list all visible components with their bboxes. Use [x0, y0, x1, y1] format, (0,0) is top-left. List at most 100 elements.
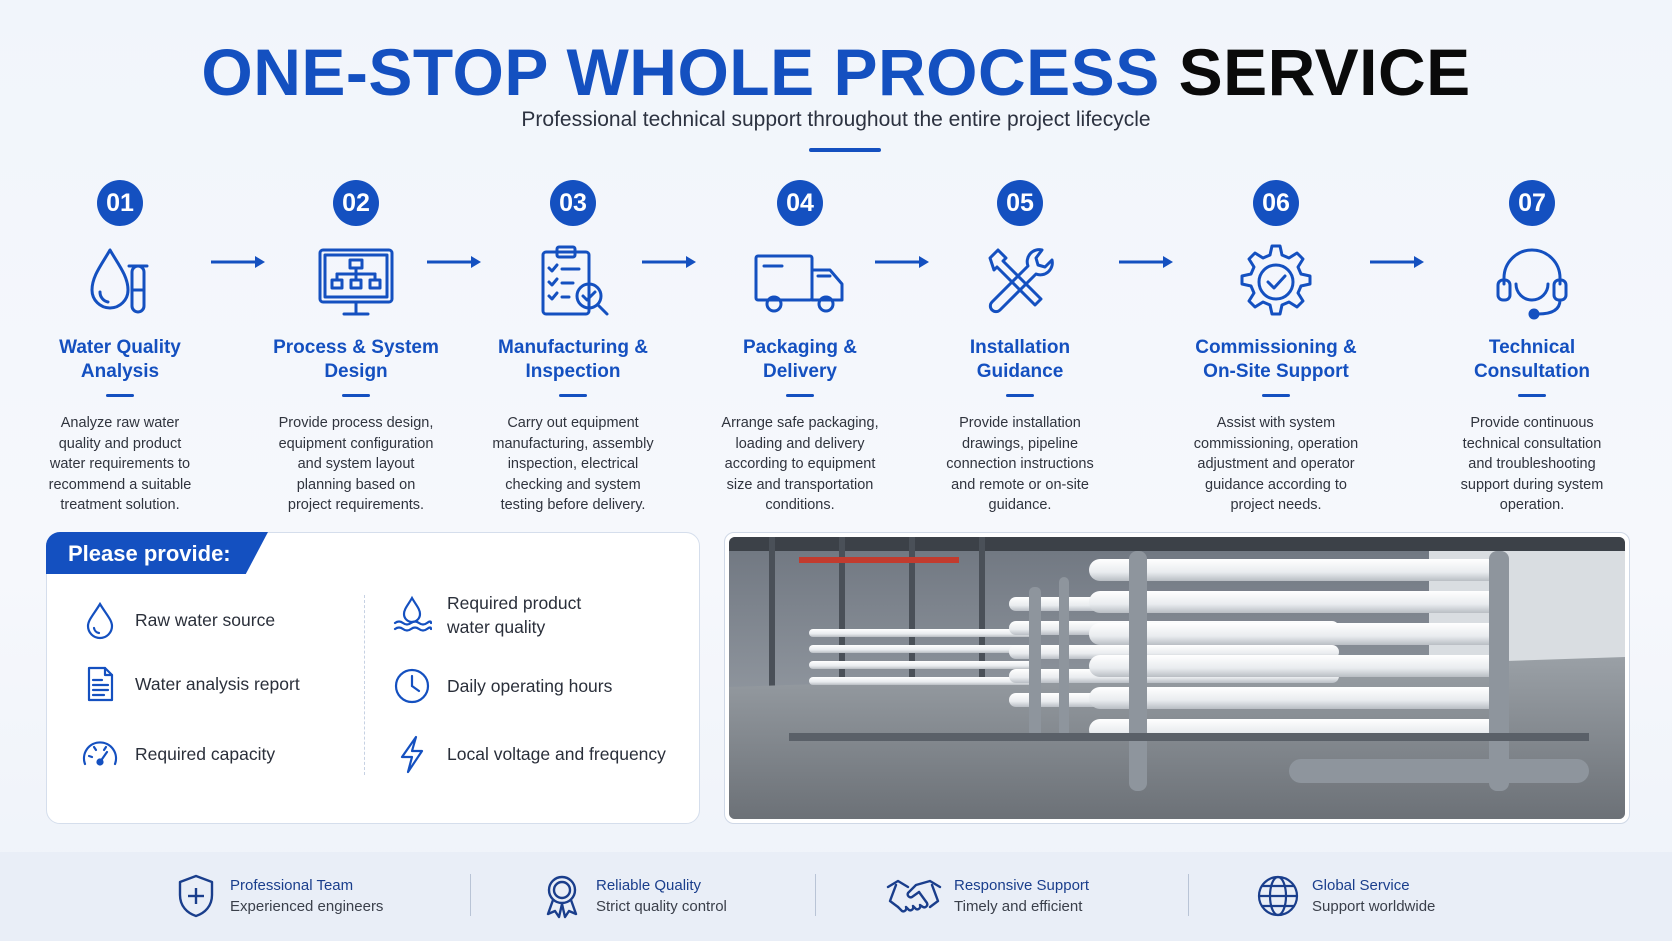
desc-line: support during system	[1460, 476, 1604, 493]
step-label-line: Consultation	[1473, 361, 1591, 382]
provide-item-text: Local voltage and frequency	[447, 743, 666, 764]
step-description: Arrange safe packaging, loading and deli…	[705, 413, 895, 516]
desc-line: and remote or on-site	[951, 476, 1089, 493]
drop-waves-icon	[391, 594, 433, 636]
desc-line: operation.	[1499, 497, 1565, 513]
step-label-line: On-Site Support	[1203, 361, 1349, 382]
provide-item-text: Water analysis report	[135, 673, 300, 694]
step-description: Provide continuous technical consultatio…	[1437, 413, 1627, 516]
shield-plus-icon	[174, 872, 218, 920]
step-description: Carry out equipment manufacturing, assem…	[478, 413, 668, 516]
desc-line: technical consultation	[1462, 435, 1602, 452]
desc-line: and troubleshooting	[1468, 456, 1596, 472]
desc-line: Assist with system	[1216, 415, 1336, 431]
footer-sub: Strict quality control	[596, 898, 727, 915]
footer-title: Professional Team	[230, 877, 354, 894]
water-drop-icon	[79, 599, 121, 641]
globe-icon	[1256, 872, 1300, 920]
step-label-line: Guidance	[976, 361, 1064, 382]
step-label-line: Design	[324, 361, 388, 382]
desc-line: guidance.	[988, 497, 1052, 513]
step-label: Process & System Design	[261, 336, 451, 384]
step-water-quality-analysis: 01 Water Quality Analysis Analyze raw wa…	[25, 180, 215, 516]
step-manufacturing-inspection: 03 Manufacturing & Inspection Carry out …	[478, 180, 668, 516]
desc-line: Carry out equipment	[507, 415, 639, 431]
desc-line: treatment solution.	[60, 497, 180, 513]
provide-item-text-line: water quality	[447, 617, 546, 637]
desc-line: Provide process design,	[278, 415, 434, 431]
arrow-right-icon	[209, 254, 269, 270]
desc-line: planning based on	[296, 476, 416, 493]
desc-line: Arrange safe packaging,	[721, 415, 879, 431]
subtitle-divider	[809, 148, 881, 152]
step-rule	[1518, 394, 1546, 397]
footer-separator	[470, 874, 471, 916]
desc-line: equipment configuration	[278, 435, 434, 452]
desc-line: adjustment and operator	[1197, 456, 1355, 472]
step-label-line: Technical	[1488, 337, 1576, 358]
footer-separator	[1188, 874, 1189, 916]
provide-item-text: Daily operating hours	[447, 675, 613, 696]
desc-line: drawings, pipeline	[961, 435, 1079, 452]
provide-item-required-capacity: Required capacity	[79, 733, 275, 775]
please-provide-panel: Please provide: Raw water source Water a…	[46, 532, 700, 824]
step-installation-guidance: 05 Installation Guidance Provide install…	[925, 180, 1115, 516]
step-label-line: Analysis	[80, 361, 160, 382]
title-black: SERVICE	[1178, 35, 1471, 109]
step-label-line: Packaging &	[742, 337, 858, 358]
step-number: 07	[1509, 180, 1555, 226]
desc-line: size and transportation	[726, 476, 874, 493]
provide-item-text: Raw water source	[135, 609, 276, 630]
desc-line: project requirements.	[287, 497, 425, 513]
footer-text: Responsive Support Timely and efficient	[954, 875, 1089, 917]
footer-text: Global Service Support worldwide	[1312, 875, 1435, 917]
desc-line: conditions.	[765, 497, 835, 513]
footer-item-reliable-quality: Reliable Quality Strict quality control	[540, 872, 727, 920]
arrow-right-icon	[1368, 254, 1428, 270]
step-rule	[106, 394, 134, 397]
footer-bar: Professional Team Experienced engineers …	[0, 852, 1672, 941]
desc-line: according to equipment	[724, 456, 876, 472]
step-label-line: Delivery	[763, 361, 837, 382]
provide-item-daily-operating-hours: Daily operating hours	[391, 665, 612, 707]
step-number: 06	[1253, 180, 1299, 226]
water-test-icon	[25, 238, 215, 326]
title-blue: ONE-STOP WHOLE PROCESS	[201, 35, 1160, 109]
footer-item-professional-team: Professional Team Experienced engineers	[174, 872, 383, 920]
clock-icon	[391, 665, 433, 707]
handshake-icon	[886, 872, 942, 920]
desc-line: project needs.	[1230, 497, 1322, 513]
gauge-icon	[79, 733, 121, 775]
step-rule	[1262, 394, 1290, 397]
factory-photo	[724, 532, 1630, 824]
step-description: Provide installation drawings, pipeline …	[925, 413, 1115, 516]
footer-title: Global Service	[1312, 877, 1410, 894]
step-label: Installation Guidance	[925, 336, 1115, 384]
desc-line: guidance according to	[1205, 476, 1347, 493]
page-subtitle: Professional technical support throughou…	[521, 108, 1151, 131]
footer-separator	[815, 874, 816, 916]
desc-line: recommend a suitable	[48, 476, 192, 493]
provide-item-text: Required product water quality	[447, 591, 581, 639]
provide-item-local-voltage-frequency: Local voltage and frequency	[391, 733, 666, 775]
step-label-line: Inspection	[525, 361, 621, 382]
step-label: Commissioning & On-Site Support	[1181, 336, 1371, 384]
footer-item-global-service: Global Service Support worldwide	[1256, 872, 1435, 920]
provide-item-water-analysis-report: Water analysis report	[79, 663, 300, 705]
footer-sub: Experienced engineers	[230, 898, 384, 915]
footer-text: Reliable Quality Strict quality control	[596, 875, 727, 917]
desc-line: Provide continuous	[1470, 415, 1594, 431]
step-label: Packaging & Delivery	[705, 336, 895, 384]
panel-divider	[364, 595, 365, 775]
step-commissioning-support: 06 Commissioning & On-Site Support Assis…	[1181, 180, 1371, 516]
desc-line: commissioning, operation	[1193, 435, 1359, 452]
step-number: 04	[777, 180, 823, 226]
desc-line: testing before delivery.	[500, 497, 646, 513]
step-rule	[559, 394, 587, 397]
step-label: Technical Consultation	[1437, 336, 1627, 384]
step-number: 02	[333, 180, 379, 226]
lightning-icon	[391, 733, 433, 775]
arrow-right-icon	[1117, 254, 1177, 270]
provide-item-raw-water-source: Raw water source	[79, 599, 275, 641]
step-technical-consultation: 07 Technical Consultation Provide contin…	[1437, 180, 1627, 516]
